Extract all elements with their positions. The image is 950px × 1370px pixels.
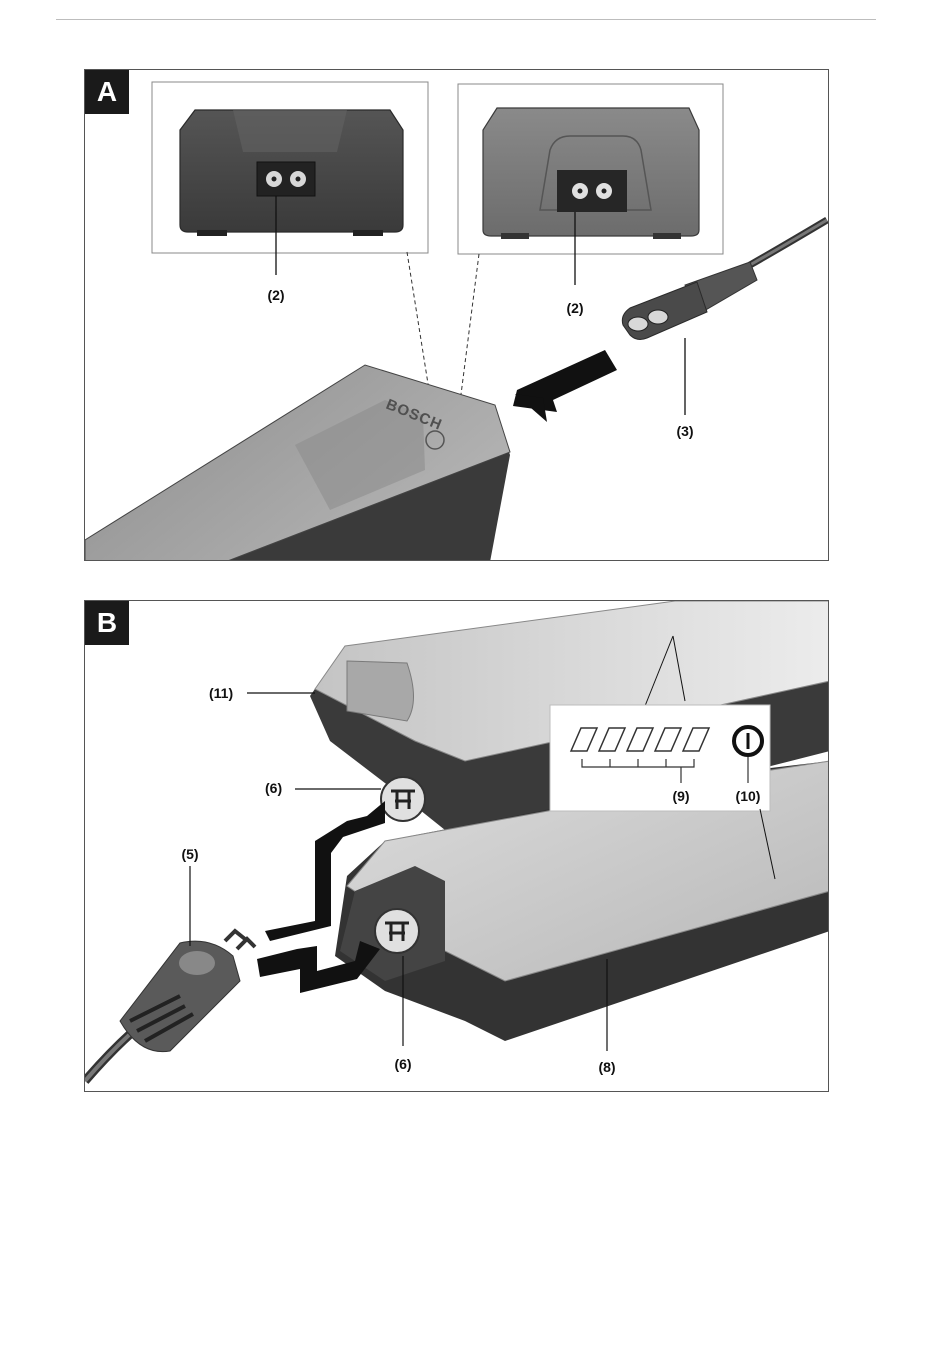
callout-lock: (11) [209, 685, 233, 701]
callout-socket-left: (2) [267, 287, 284, 303]
callout-battery: (8) [598, 1059, 615, 1075]
callout-socket-lower: (6) [394, 1056, 411, 1072]
callout-plug: (3) [676, 423, 693, 439]
charger-rear-inset [458, 84, 723, 285]
top-rule [56, 19, 876, 20]
figure-a: A [84, 69, 829, 561]
callout-power-button: (10) [736, 788, 761, 804]
figure-b-illustration: (11) (6) (6) (8) (5) [85, 601, 829, 1092]
charger-unit: BOSCH [85, 365, 510, 561]
callout-led-display: (9) [672, 788, 689, 804]
figure-a-illustration: (2) (2) BOSCH [85, 70, 829, 561]
callout-socket-right: (2) [566, 300, 583, 316]
charger-front-inset [152, 82, 428, 275]
figure-a-label: A [85, 70, 129, 114]
callout-socket-upper: (6) [265, 780, 282, 796]
figure-b: B (11) (6) [84, 600, 829, 1092]
figure-b-label: B [85, 601, 129, 645]
charger-plug [85, 931, 255, 1081]
arrow-to-lower-socket [257, 941, 380, 993]
callout-plug: (5) [181, 846, 198, 862]
